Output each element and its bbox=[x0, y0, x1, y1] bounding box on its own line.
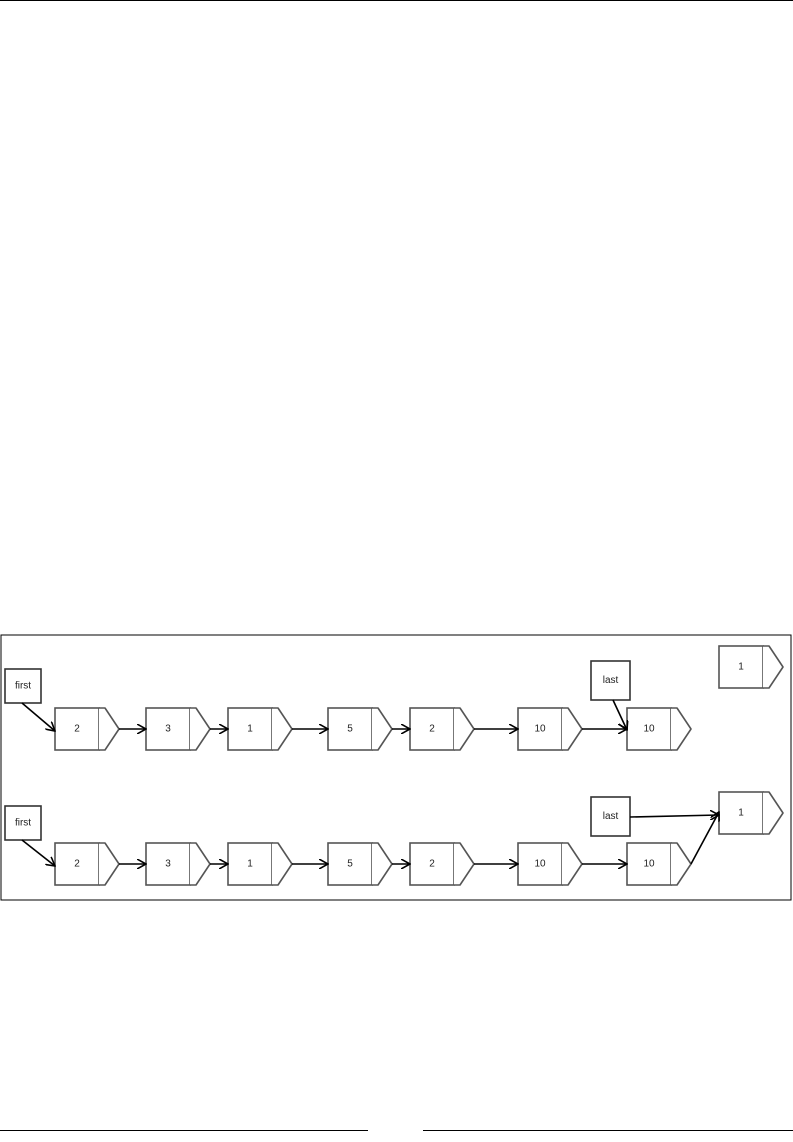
list-node-6: 10 bbox=[518, 708, 582, 750]
footer-rule-left bbox=[0, 1130, 368, 1131]
node-next-pointer bbox=[99, 843, 119, 885]
last-pointer-arrow bbox=[613, 700, 627, 730]
node-value: 3 bbox=[165, 724, 171, 735]
node-value: 2 bbox=[429, 724, 435, 735]
new-node: 1 bbox=[719, 792, 783, 834]
list-node-7: 10 bbox=[627, 843, 691, 885]
node-next-pointer bbox=[562, 708, 582, 750]
node-next-pointer bbox=[671, 843, 691, 885]
node-value: 1 bbox=[247, 724, 253, 735]
list-node-7: 10 bbox=[627, 708, 691, 750]
first-pointer-label-text: first bbox=[15, 818, 31, 829]
first-pointer-label: first bbox=[5, 806, 41, 840]
node-value: 2 bbox=[74, 724, 80, 735]
last-pointer-label: last bbox=[591, 661, 630, 700]
node-value: 10 bbox=[643, 859, 655, 870]
list-node-2: 3 bbox=[146, 708, 210, 750]
node-next-pointer bbox=[562, 843, 582, 885]
node-next-pointer bbox=[763, 646, 783, 688]
node-next-pointer bbox=[190, 708, 210, 750]
node-value: 2 bbox=[429, 859, 435, 870]
list-node-5: 2 bbox=[410, 843, 474, 885]
tail-to-new-arrow bbox=[691, 812, 719, 864]
last-pointer-label-text: last bbox=[603, 675, 619, 686]
node-next-pointer bbox=[372, 843, 392, 885]
first-pointer-label-text: first bbox=[15, 681, 31, 692]
node-value: 10 bbox=[643, 724, 655, 735]
first-pointer-label: first bbox=[5, 669, 41, 703]
list-node-5: 2 bbox=[410, 708, 474, 750]
last-pointer-arrow bbox=[630, 815, 719, 817]
node-next-pointer bbox=[671, 708, 691, 750]
list-node-3: 1 bbox=[228, 843, 292, 885]
node-value: 1 bbox=[738, 662, 744, 673]
list-node-1: 2 bbox=[55, 708, 119, 750]
node-next-pointer bbox=[99, 708, 119, 750]
first-pointer-arrow bbox=[22, 703, 55, 731]
node-value: 1 bbox=[738, 808, 744, 819]
node-value: 5 bbox=[347, 724, 353, 735]
first-pointer-arrow bbox=[22, 840, 55, 866]
list-node-1: 2 bbox=[55, 843, 119, 885]
last-pointer-label: last bbox=[591, 797, 630, 836]
new-node: 1 bbox=[719, 646, 783, 688]
node-next-pointer bbox=[454, 708, 474, 750]
node-value: 2 bbox=[74, 859, 80, 870]
list-node-4: 5 bbox=[328, 708, 392, 750]
last-pointer-label-text: last bbox=[603, 811, 619, 822]
node-next-pointer bbox=[372, 708, 392, 750]
node-next-pointer bbox=[454, 843, 474, 885]
node-value: 10 bbox=[534, 859, 546, 870]
list-node-2: 3 bbox=[146, 843, 210, 885]
node-value: 3 bbox=[165, 859, 171, 870]
list-node-6: 10 bbox=[518, 843, 582, 885]
node-next-pointer bbox=[763, 792, 783, 834]
node-value: 1 bbox=[247, 859, 253, 870]
list-node-3: 1 bbox=[228, 708, 292, 750]
node-value: 10 bbox=[534, 724, 546, 735]
node-next-pointer bbox=[272, 708, 292, 750]
node-next-pointer bbox=[272, 843, 292, 885]
list-node-4: 5 bbox=[328, 843, 392, 885]
node-next-pointer bbox=[190, 843, 210, 885]
footer-rule-right bbox=[423, 1130, 793, 1131]
node-value: 5 bbox=[347, 859, 353, 870]
